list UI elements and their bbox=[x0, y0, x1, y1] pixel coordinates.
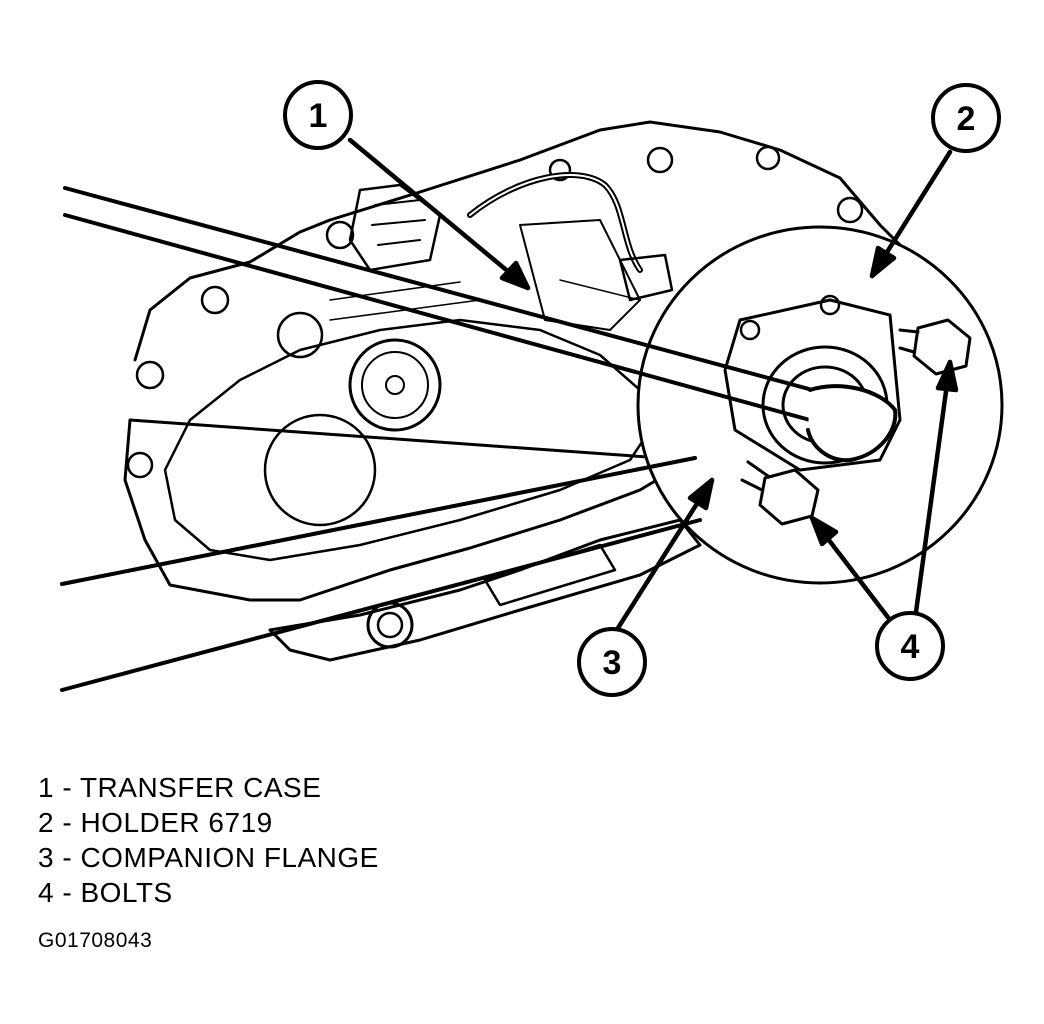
wrench-bar-drawing bbox=[60, 186, 898, 692]
callout-leaders bbox=[347, 137, 959, 631]
figure-id: G01708043 bbox=[38, 929, 153, 952]
callout-3-number: 3 bbox=[603, 644, 622, 682]
callout-1: 1 bbox=[283, 80, 353, 150]
legend-item: 1 - TRANSFER CASE bbox=[38, 772, 322, 803]
legend-item: 4 - BOLTS bbox=[38, 877, 173, 908]
callout-1-number: 1 bbox=[309, 97, 328, 135]
bolt-drawing bbox=[740, 318, 972, 526]
callout-4-number: 4 bbox=[901, 628, 920, 666]
legend-item: 2 - HOLDER 6719 bbox=[38, 807, 273, 838]
callout-4: 4 bbox=[875, 611, 945, 681]
callout-2: 2 bbox=[931, 83, 1001, 153]
callout-3: 3 bbox=[577, 627, 647, 697]
legend-item: 3 - COMPANION FLANGE bbox=[38, 842, 379, 873]
technical-illustration: 1 2 3 4 bbox=[60, 80, 1004, 697]
parts-legend: 1 - TRANSFER CASE 2 - HOLDER 6719 3 - CO… bbox=[38, 770, 379, 910]
callout-2-number: 2 bbox=[957, 100, 976, 138]
